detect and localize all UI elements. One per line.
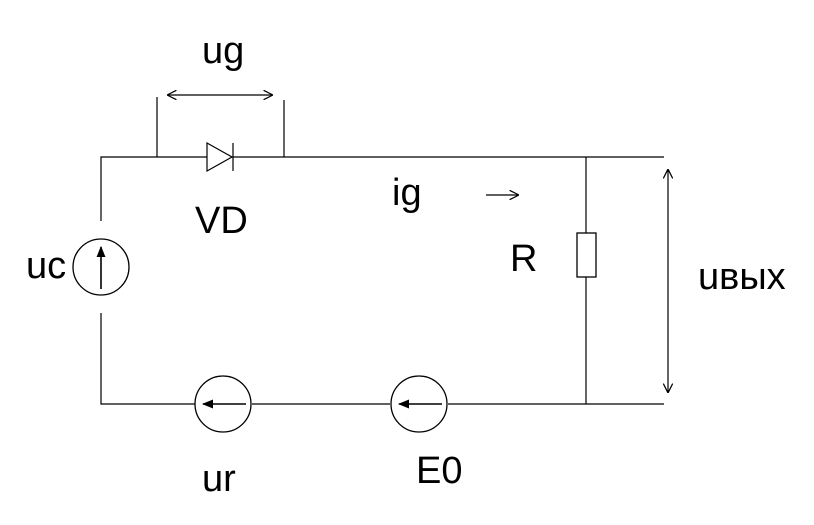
wires: [100, 156, 664, 405]
label-e0: E0: [416, 450, 462, 492]
ug-voltage-bracket: [156, 95, 285, 157]
label-ig: ig: [392, 172, 422, 214]
source-ur: [194, 375, 252, 433]
label-vd: VD: [195, 200, 248, 242]
label-ug: ug: [202, 30, 244, 72]
label-uout: uвых: [698, 256, 786, 298]
resistor-r: [576, 204, 597, 304]
label-ur: ur: [202, 458, 236, 500]
label-uc: uc: [26, 245, 66, 287]
diode-vd: [206, 141, 234, 173]
label-r: R: [510, 238, 537, 280]
source-e0: [390, 375, 448, 433]
source-uc: [72, 212, 130, 326]
